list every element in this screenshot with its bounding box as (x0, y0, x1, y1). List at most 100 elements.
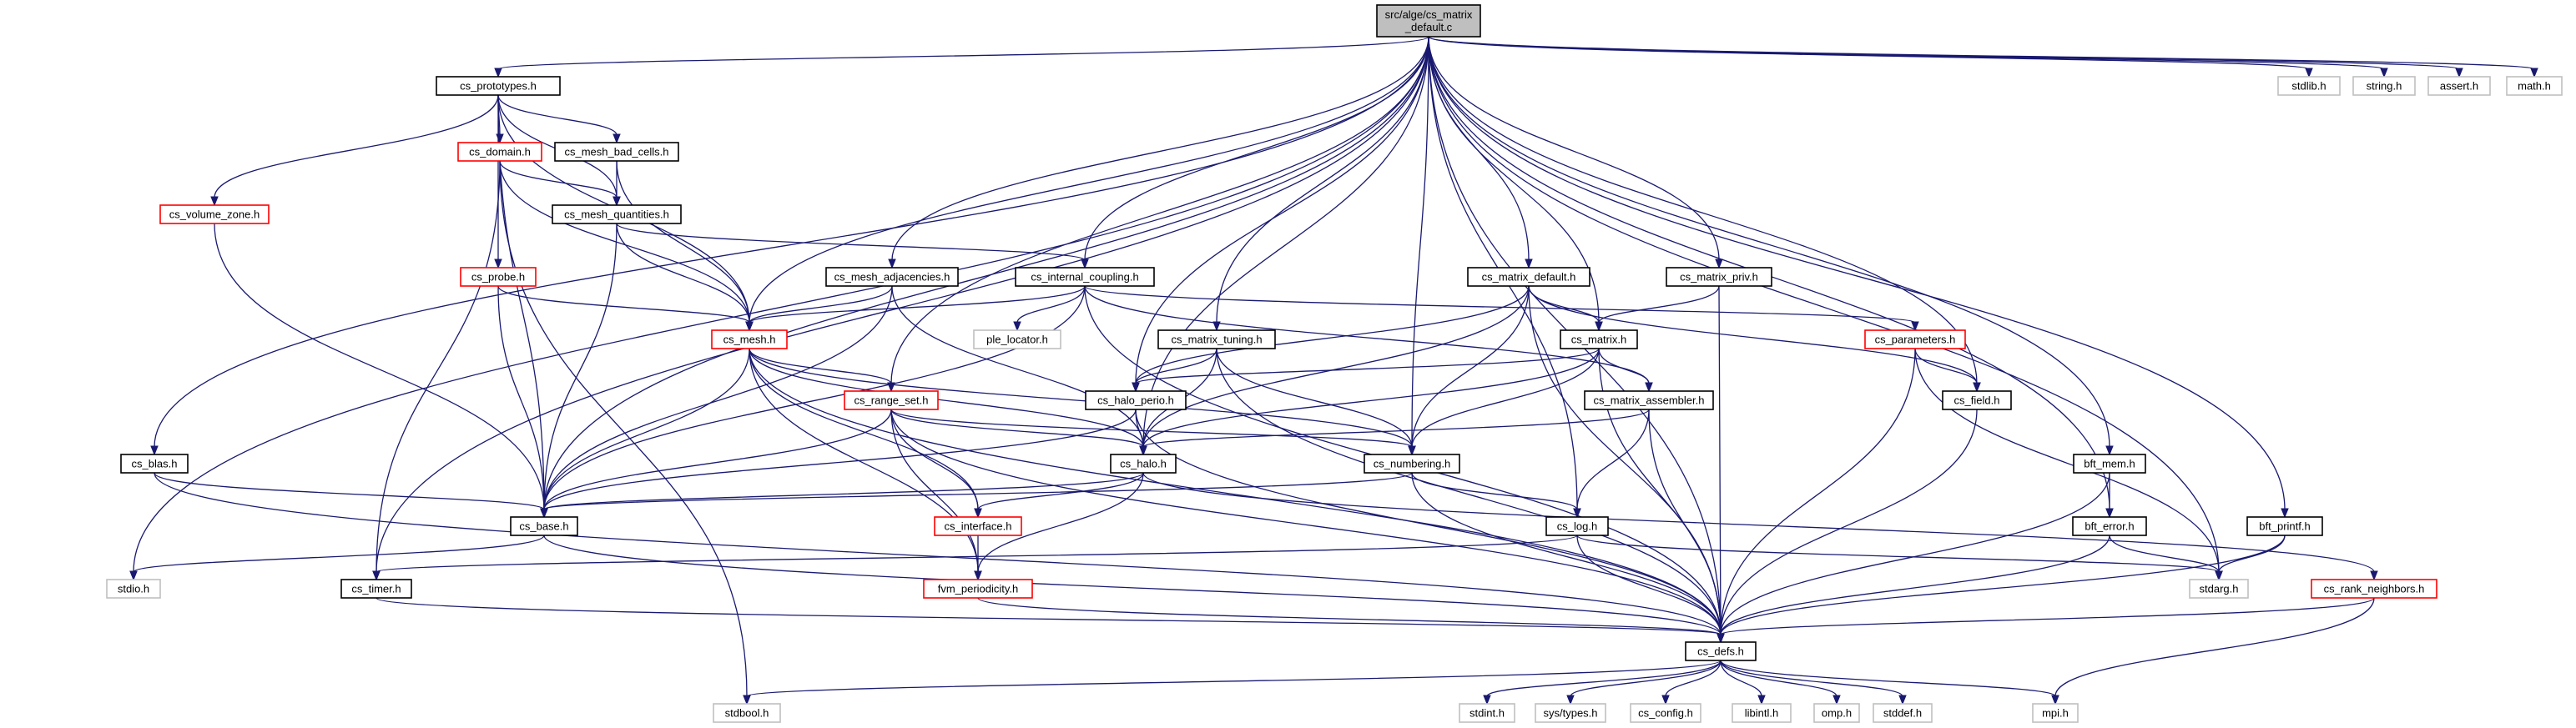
node-cs-parameters-h[interactable]: cs_parameters.h (1864, 329, 1966, 349)
node-cs-prototypes-h[interactable]: cs_prototypes.h (436, 76, 561, 96)
edge-arrowhead (2281, 508, 2289, 519)
node-label: cs_range_set.h (854, 394, 929, 407)
node-cs-halo-h[interactable]: cs_halo.h (1110, 454, 1177, 474)
node-cs-timer-h[interactable]: cs_timer.h (340, 579, 412, 599)
node-cs-matrix-default-h[interactable]: cs_matrix_default.h (1467, 267, 1590, 287)
edge-cs-mesh-bad-cells-h-to-cs-mesh-h (616, 160, 750, 324)
node-box (510, 516, 578, 536)
node-label: mpi.h (2042, 707, 2069, 720)
node-label: cs_mesh_adjacencies.h (834, 271, 950, 284)
node-fvm-periodicity-h[interactable]: fvm_periodicity.h (923, 579, 1033, 599)
node-mpi-h[interactable]: mpi.h (2032, 703, 2079, 723)
node-label: cs_matrix_default.h (1482, 271, 1576, 284)
node-label: cs_internal_coupling.h (1031, 271, 1138, 284)
node-box (1584, 390, 1714, 410)
node-cs-interface-h[interactable]: cs_interface.h (934, 516, 1022, 536)
edge-cs-matrix-h-to-cs-halo-h (1142, 348, 1600, 448)
edge-cs-mesh-h-to-cs-halo-h (749, 348, 1144, 448)
node-cs-field-h[interactable]: cs_field.h (1942, 390, 2012, 410)
edge-arrowhead (974, 570, 982, 581)
edge-cs-internal-coupling-h-to-cs-parameters-h (1084, 285, 1916, 324)
node-cs-numbering-h[interactable]: cs_numbering.h (1364, 454, 1460, 474)
node-box (552, 204, 682, 224)
node-cs-matrix-assembler-h[interactable]: cs_matrix_assembler.h (1584, 390, 1714, 410)
node-stddef-h[interactable]: stddef.h (1873, 703, 1933, 723)
node-stdint-h[interactable]: stdint.h (1459, 703, 1515, 723)
edge-root-to-cs-numbering-h (1411, 36, 1429, 448)
node-libintl-h[interactable]: libintl.h (1732, 703, 1792, 723)
node-math-h[interactable]: math.h (2506, 76, 2563, 96)
edge-root-to-cs-matrix-tuning-h (1216, 36, 1429, 324)
node-cs-defs-h[interactable]: cs_defs.h (1685, 641, 1757, 661)
edge-cs-matrix-default-h-to-cs-halo-h (1142, 285, 1530, 448)
node-label: cs_mesh_bad_cells.h (564, 146, 668, 158)
node-cs-mesh-adjacencies-h[interactable]: cs_mesh_adjacencies.h (825, 267, 959, 287)
edge-cs-range-set-h-to-cs-base-h (543, 409, 892, 510)
node-cs-mesh-bad-cells-h[interactable]: cs_mesh_bad_cells.h (554, 142, 679, 162)
node-box (1942, 390, 2012, 410)
node-box (1157, 329, 1276, 349)
node-cs-matrix-h[interactable]: cs_matrix.h (1560, 329, 1638, 349)
edge-arrowhead (2305, 68, 2313, 78)
node-sys-types-h[interactable]: sys/types.h (1535, 703, 1606, 723)
node-cs-halo-perio-h[interactable]: cs_halo_perio.h (1085, 390, 1187, 410)
edge-cs-parameters-h-to-cs-defs-h (1720, 348, 1916, 635)
edge-arrowhead (1212, 321, 1221, 332)
node-cs-internal-coupling-h[interactable]: cs_internal_coupling.h (1015, 267, 1155, 287)
edge-cs-numbering-h-to-cs-log-h (1411, 472, 1578, 510)
node-cs-mesh-h[interactable]: cs_mesh.h (711, 329, 788, 349)
node-cs-base-h[interactable]: cs_base.h (510, 516, 578, 536)
node-box (1732, 703, 1792, 723)
node-stdbool-h[interactable]: stdbool.h (713, 703, 781, 723)
edge-cs-defs-h-to-libintl-h (1720, 660, 1762, 697)
node-root[interactable]: src/alge/cs_matrix_default.c (1376, 4, 1481, 38)
node-string-h[interactable]: string.h (2352, 76, 2416, 96)
node-cs-blas-h[interactable]: cs_blas.h (120, 454, 189, 474)
node-box (1376, 4, 1481, 38)
node-box (1864, 329, 1966, 349)
edge-cs-mesh-quantities-h-to-cs-internal-coupling-h (616, 223, 1086, 261)
node-bft-error-h[interactable]: bft_error.h (2072, 516, 2147, 536)
edge-cs-mesh-adjacencies-h-to-cs-mesh-h (749, 285, 893, 324)
node-box (973, 329, 1061, 349)
node-cs-matrix-priv-h[interactable]: cs_matrix_priv.h (1666, 267, 1772, 287)
node-cs-volume-zone-h[interactable]: cs_volume_zone.h (159, 204, 270, 224)
node-cs-rank-neighbors-h[interactable]: cs_rank_neighbors.h (2311, 579, 2437, 599)
node-label: cs_matrix.h (1571, 334, 1626, 346)
node-cs-log-h[interactable]: cs_log.h (1545, 516, 1609, 536)
edge-arrowhead (1716, 633, 1725, 644)
edge-cs-defs-h-to-omp-h (1720, 660, 1837, 697)
edge-arrowhead (743, 695, 751, 705)
edge-bft-error-h-to-stdarg-h (2109, 535, 2220, 573)
node-cs-range-set-h[interactable]: cs_range_set.h (844, 390, 939, 410)
node-bft-mem-h[interactable]: bft_mem.h (2073, 454, 2146, 474)
node-stdlib-h[interactable]: stdlib.h (2277, 76, 2341, 96)
edge-arrowhead (1132, 382, 1140, 393)
edge-arrowhead (1661, 695, 1670, 705)
node-label: cs_mesh.h (723, 334, 776, 346)
node-assert-h[interactable]: assert.h (2427, 76, 2491, 96)
edge-arrowhead (2530, 68, 2538, 78)
node-box (159, 204, 270, 224)
edge-arrowhead (1973, 382, 1981, 393)
edge-cs-blas-h-to-cs-base-h (154, 472, 545, 510)
node-cs-probe-h[interactable]: cs_probe.h (460, 267, 537, 287)
node-box (436, 76, 561, 96)
edge-arrowhead (1525, 259, 1533, 269)
edge-cs-range-set-h-to-cs-defs-h (890, 409, 1722, 635)
node-box (1015, 267, 1155, 287)
edge-cs-matrix-h-to-cs-numbering-h (1411, 348, 1600, 448)
node-cs-matrix-tuning-h[interactable]: cs_matrix_tuning.h (1157, 329, 1276, 349)
node-bft-printf-h[interactable]: bft_printf.h (2246, 516, 2323, 536)
node-box (1630, 703, 1701, 723)
node-ple-locator-h[interactable]: ple_locator.h (973, 329, 1061, 349)
node-stdarg-h[interactable]: stdarg.h (2189, 579, 2249, 599)
edge-cs-rank-neighbors-h-to-cs-defs-h (1720, 597, 2375, 635)
edge-cs-defs-h-to-stdint-h (1486, 660, 1722, 697)
node-stdio-h[interactable]: stdio.h (106, 579, 161, 599)
node-cs-config-h[interactable]: cs_config.h (1630, 703, 1701, 723)
node-cs-domain-h[interactable]: cs_domain.h (457, 142, 542, 162)
node-omp-h[interactable]: omp.h (1813, 703, 1860, 723)
node-box (2032, 703, 2079, 723)
node-cs-mesh-quantities-h[interactable]: cs_mesh_quantities.h (552, 204, 682, 224)
